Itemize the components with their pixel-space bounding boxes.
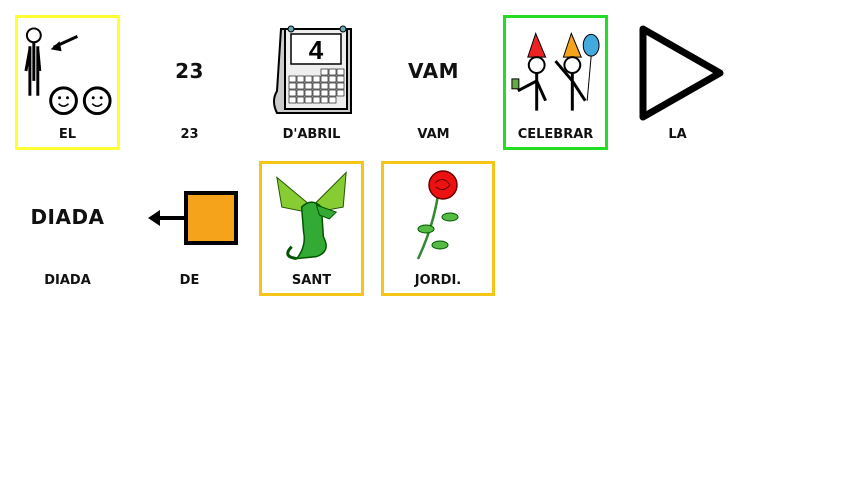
party-celebration-icon <box>511 31 600 111</box>
calendar-grid-cell <box>320 75 328 82</box>
calendar-grid-cell <box>304 89 312 96</box>
card-el[interactable]: EL <box>15 15 120 150</box>
calendar-grid-cell <box>312 82 320 89</box>
calendar-grid-cell <box>288 82 296 89</box>
calendar-grid-cell <box>328 82 336 89</box>
card-23[interactable]: 23 23 <box>137 15 242 150</box>
card-la[interactable]: LA <box>625 15 730 150</box>
calendar-grid-cell <box>328 75 336 82</box>
word-image: DIADA <box>30 204 105 229</box>
calendar-grid-cell <box>320 89 328 96</box>
word-image: VAM <box>407 58 459 83</box>
calendar-grid-cell <box>336 82 344 89</box>
card-vam[interactable]: VAM VAM <box>381 15 486 150</box>
card-label: 23 <box>180 127 199 142</box>
card-sant[interactable]: SANT <box>259 161 364 296</box>
person-pointing-group-icon <box>24 26 112 115</box>
card-label: JORDI. <box>414 273 462 288</box>
card-label: LA <box>668 127 687 142</box>
calendar-grid-cell <box>312 96 320 103</box>
calendar-grid-cell <box>320 82 328 89</box>
calendar-grid-cell <box>328 89 336 96</box>
calendar-grid-cell <box>304 96 312 103</box>
calendar-grid-cell <box>336 75 344 82</box>
card-label: DIADA <box>44 273 91 288</box>
rose-icon <box>416 169 459 260</box>
calendar-grid-cell <box>312 89 320 96</box>
calendar-grid-cell <box>296 82 304 89</box>
calendar-grid-cell <box>296 75 304 82</box>
card-label: EL <box>58 127 77 142</box>
card-diada[interactable]: DIADA DIADA <box>15 161 120 296</box>
calendar-grid-cell <box>320 96 328 103</box>
calendar-grid-cell <box>296 96 304 103</box>
card-label: DE <box>179 273 200 288</box>
calendar-grid-cell <box>328 96 336 103</box>
card-celebrar[interactable]: CELEBRAR <box>503 15 608 150</box>
calendar-grid-cell <box>336 89 344 96</box>
calendar-grid-cell <box>288 96 296 103</box>
calendar-grid-cell <box>288 89 296 96</box>
calendar-grid-cell <box>304 75 312 82</box>
word-image: 23 <box>175 58 204 83</box>
calendar-grid-cell <box>312 75 320 82</box>
triangle-icon <box>639 25 723 120</box>
card-label: D'ABRIL <box>282 127 341 142</box>
card-label: CELEBRAR <box>517 127 594 142</box>
arrow-from-square-icon <box>147 190 238 245</box>
card-de[interactable]: DE <box>137 161 242 296</box>
calendar-grid-cell <box>328 68 336 75</box>
card-label: SANT <box>291 273 332 288</box>
card-label: VAM <box>417 127 450 142</box>
calendar-grid-cell <box>320 68 328 75</box>
calendar-day: 4 <box>308 35 323 65</box>
calendar-grid-cell <box>288 75 296 82</box>
calendar-grid-cell <box>296 89 304 96</box>
calendar-icon: 4 <box>272 25 352 114</box>
card-jordi[interactable]: JORDI. <box>381 161 495 296</box>
calendar-grid-cell <box>304 82 312 89</box>
card-dabril[interactable]: 4 D'ABRIL <box>259 15 364 150</box>
calendar-grid-cell <box>336 68 344 75</box>
dragon-icon <box>276 170 347 260</box>
